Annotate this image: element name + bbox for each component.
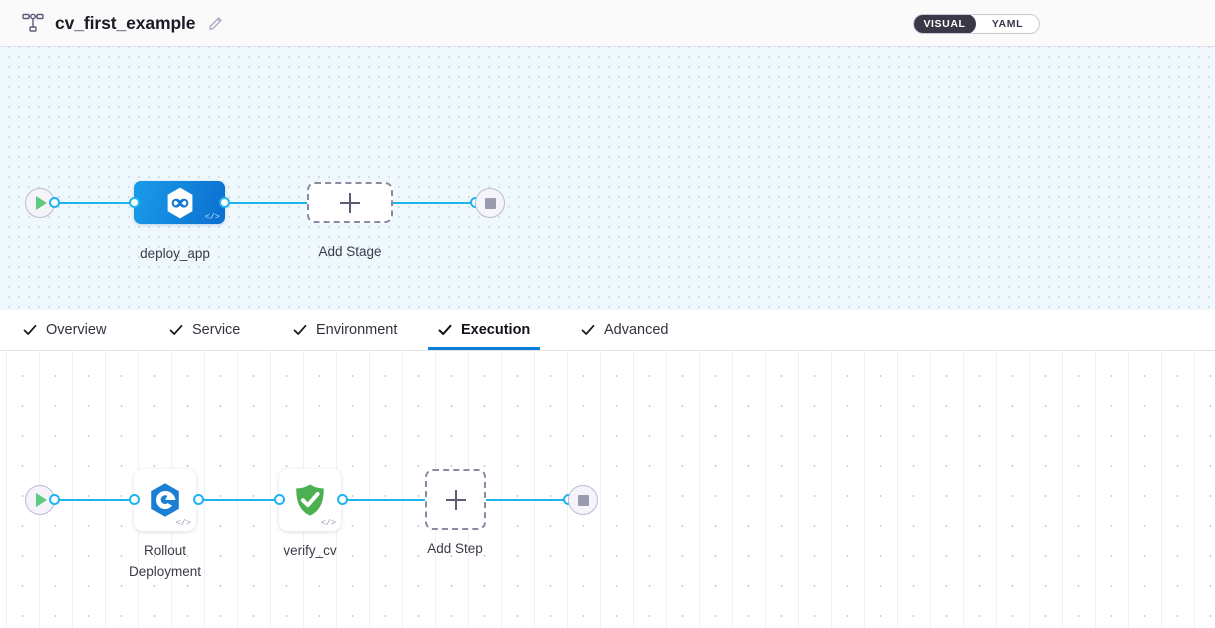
stage-deploy-app-input-port <box>129 197 140 208</box>
edge-start-to-deploy-app <box>54 202 140 204</box>
step-label-line2: Deployment <box>128 564 202 579</box>
step-label-line1: Rollout <box>143 543 187 558</box>
stage-node-deploy-app[interactable]: </> <box>134 181 225 224</box>
step-node-verify-cv[interactable]: </> <box>279 469 341 531</box>
rollout-hexagon-e-icon <box>151 483 179 517</box>
pipeline-hierarchy-icon <box>22 12 44 34</box>
stage-config-tabs: Overview Service Environment Execution A… <box>0 310 1215 351</box>
add-step-button[interactable] <box>425 469 486 530</box>
edge-start-to-rollout <box>54 499 140 501</box>
play-icon <box>36 196 47 210</box>
stop-icon <box>577 494 589 506</box>
check-icon <box>293 323 307 337</box>
stage-label-deploy-app: deploy_app <box>140 246 210 261</box>
step-code-marker: </> <box>320 518 336 528</box>
stage-start-port <box>49 197 60 208</box>
tab-overview[interactable]: Overview <box>21 310 108 350</box>
pencil-edit-icon[interactable] <box>208 15 224 31</box>
stage-start-node[interactable] <box>25 188 55 218</box>
tab-label-execution: Execution <box>461 322 531 338</box>
tab-label-advanced: Advanced <box>604 322 669 338</box>
step-rollout-input-port <box>129 494 140 505</box>
toggle-option-yaml[interactable]: YAML <box>991 18 1024 30</box>
step-rollout-output-port <box>193 494 204 505</box>
edge-add-step-to-end <box>484 499 570 501</box>
tab-service[interactable]: Service <box>167 310 242 350</box>
add-stage-button[interactable] <box>307 182 393 223</box>
add-stage-label: Add Stage <box>318 244 382 259</box>
stage-deploy-app-output-port <box>219 197 230 208</box>
edge-deploy-app-to-add-stage <box>222 202 312 204</box>
step-label-verify-cv: verify_cv <box>283 543 337 558</box>
stage-end-node[interactable] <box>475 188 505 218</box>
check-icon <box>169 323 183 337</box>
play-icon <box>36 493 47 507</box>
step-start-port <box>49 494 60 505</box>
step-end-node[interactable] <box>568 485 598 515</box>
header-bar: cv_first_example VISUAL YAML <box>0 0 1215 47</box>
plus-icon <box>445 489 466 510</box>
check-icon <box>581 323 595 337</box>
tab-label-service: Service <box>192 322 241 338</box>
green-shield-check-icon <box>296 484 324 516</box>
step-verify-cv-output-port <box>337 494 348 505</box>
plus-icon <box>340 192 360 213</box>
check-icon <box>438 323 452 337</box>
stage-code-marker: </> <box>204 212 220 222</box>
edge-verify-cv-to-add-step <box>340 499 426 501</box>
cd-infinity-hexagon-icon <box>167 187 192 218</box>
edge-add-stage-to-end <box>390 202 486 204</box>
tab-advanced[interactable]: Advanced <box>579 310 671 350</box>
step-node-rollout-deployment[interactable]: </> <box>134 469 196 531</box>
page-title: cv_first_example <box>55 12 196 33</box>
stop-icon <box>484 197 496 209</box>
edge-rollout-to-verify-cv <box>196 499 284 501</box>
stage-graph-canvas[interactable]: </> deploy_app Add Stage <box>0 47 1215 310</box>
visual-yaml-toggle[interactable]: VISUAL YAML <box>913 14 1040 34</box>
tab-label-overview: Overview <box>46 322 107 338</box>
step-verify-cv-input-port <box>274 494 285 505</box>
tab-execution[interactable]: Execution <box>428 310 541 350</box>
step-label-rollout-deployment: Rollout Deployment <box>105 540 225 582</box>
toggle-option-visual[interactable]: VISUAL <box>914 15 976 33</box>
tab-label-environment: Environment <box>316 322 398 338</box>
step-code-marker: </> <box>175 518 191 528</box>
check-icon <box>23 323 37 337</box>
step-graph-canvas[interactable]: </> Rollout Deployment </> verify_cv Add… <box>0 351 1215 628</box>
header-left-group: cv_first_example <box>22 0 224 46</box>
add-step-label: Add Step <box>427 541 483 556</box>
tab-environment[interactable]: Environment <box>291 310 399 350</box>
